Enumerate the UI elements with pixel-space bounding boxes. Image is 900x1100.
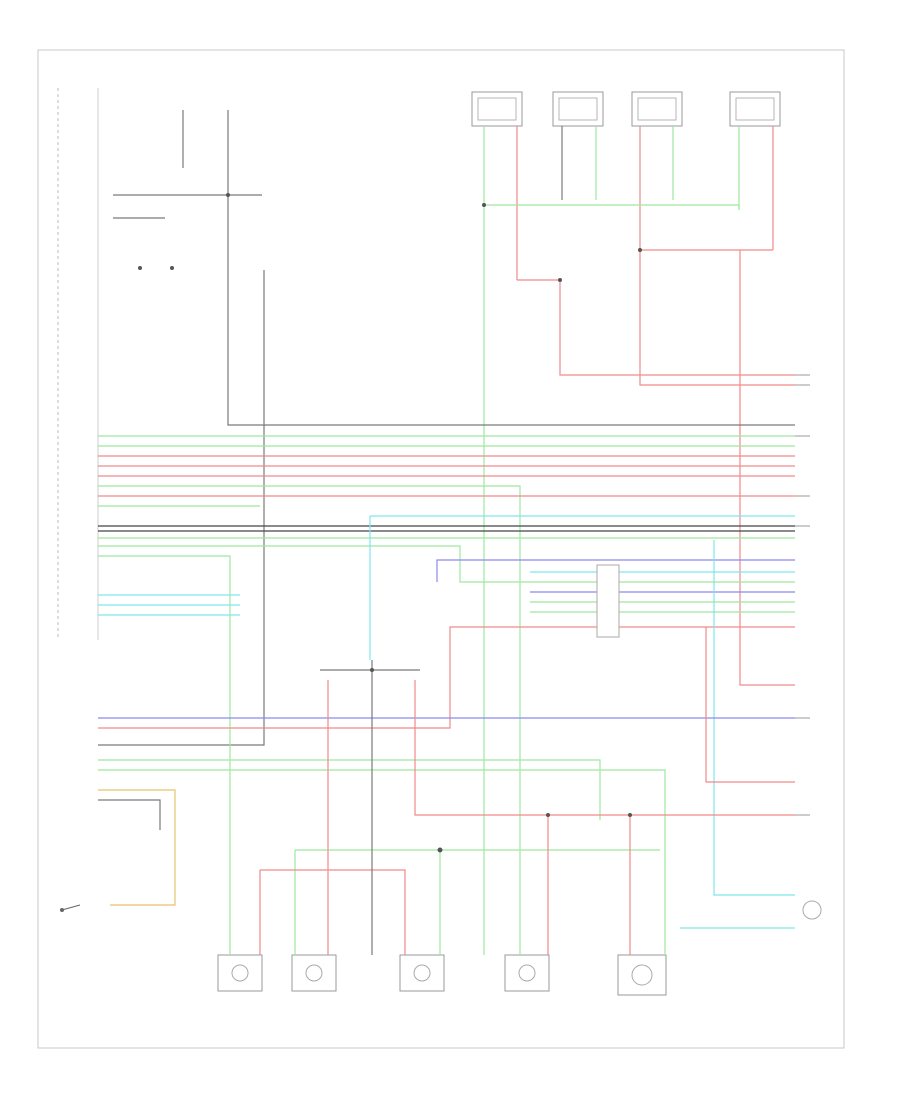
bottom-component-b4 bbox=[504, 954, 550, 992]
splice-nodes bbox=[138, 193, 642, 853]
wire-red-rr bbox=[639, 240, 795, 386]
wire-red-right bbox=[739, 250, 795, 686]
wire-gray-left-low bbox=[98, 799, 161, 830]
bottom-component-b3 bbox=[399, 954, 445, 992]
wire-gray-left-5 bbox=[98, 270, 265, 746]
lamp-symbol bbox=[802, 900, 822, 920]
bottom-component-b2 bbox=[291, 954, 337, 992]
wires-cyan-left bbox=[98, 516, 795, 929]
wires-green-lower bbox=[98, 759, 666, 955]
wire-green-top-bus bbox=[484, 204, 740, 210]
wires-top-verticals bbox=[483, 126, 774, 280]
wire-red-lf bbox=[517, 279, 795, 376]
wires-red-lower bbox=[259, 680, 795, 955]
wire-gray-left-1 bbox=[227, 110, 795, 426]
right-edge-terminals bbox=[795, 374, 810, 816]
top-component-rr bbox=[631, 91, 683, 127]
diagram-frame bbox=[37, 49, 845, 1049]
bottom-component-b5 bbox=[617, 954, 667, 996]
wire-red-mid bbox=[705, 627, 795, 783]
top-component-lr bbox=[552, 91, 604, 127]
top-component-lf bbox=[471, 91, 523, 127]
switch-symbol bbox=[60, 904, 81, 912]
bottom-component-b1 bbox=[217, 954, 263, 992]
wire-yellow-left bbox=[98, 789, 176, 906]
wires-main-bus bbox=[98, 435, 795, 955]
top-component-rf bbox=[729, 91, 781, 127]
wires-right-connector bbox=[98, 559, 795, 729]
